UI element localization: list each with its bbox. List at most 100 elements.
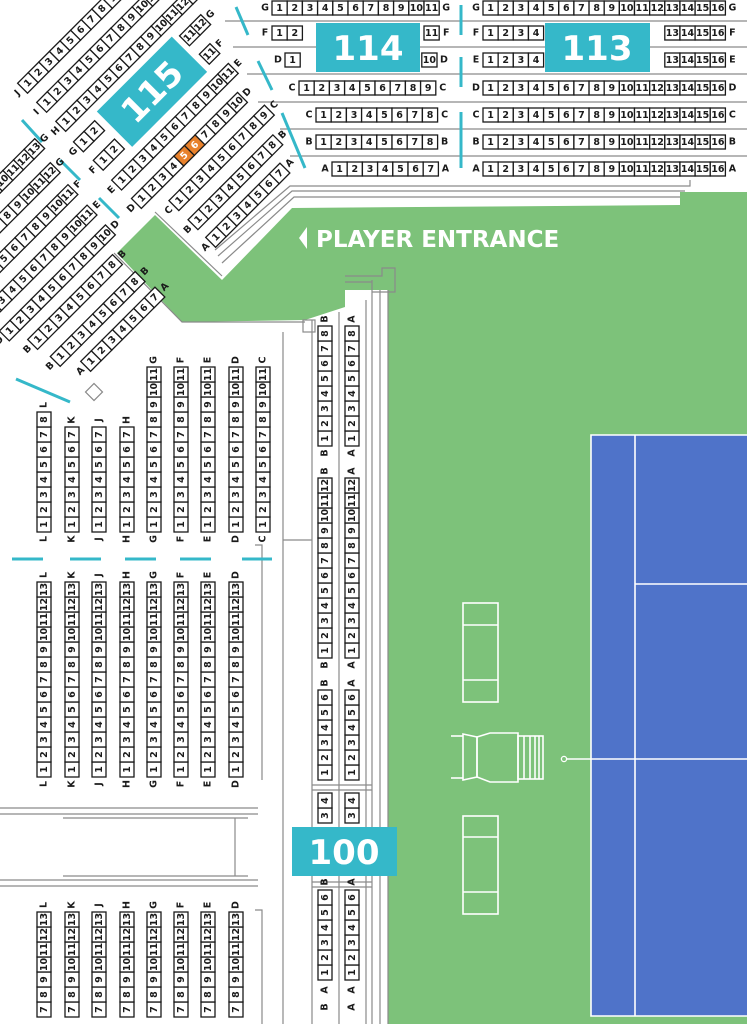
seat[interactable]: 8 [123, 270, 146, 294]
seat[interactable]: 6 [347, 0, 364, 16]
seat[interactable]: 10 [618, 161, 636, 177]
seat[interactable]: 6 [146, 441, 162, 458]
seat[interactable]: 1 [200, 761, 216, 778]
seat[interactable]: 16 [709, 161, 727, 177]
seat[interactable]: 6 [255, 441, 271, 458]
seat[interactable]: 13 [64, 911, 80, 928]
seat[interactable]: 12 [649, 0, 666, 16]
seat[interactable]: 10 [618, 134, 636, 150]
seat[interactable]: 3 [317, 807, 333, 824]
seat[interactable]: 5 [376, 107, 393, 123]
seat[interactable]: 12 [171, 0, 194, 16]
seat[interactable]: 10 [173, 626, 189, 643]
seat[interactable]: 7 [143, 286, 166, 309]
seat[interactable]: 4 [317, 597, 333, 614]
seat[interactable]: 13 [664, 0, 681, 16]
seat[interactable]: 10 [255, 381, 271, 398]
seat[interactable]: 1 [36, 761, 52, 778]
seat[interactable]: 5 [119, 456, 135, 473]
seat[interactable]: 14 [679, 80, 696, 96]
seat[interactable]: 10 [91, 956, 107, 973]
seat[interactable]: 2 [317, 949, 333, 966]
seat[interactable]: 12 [344, 477, 360, 494]
seat[interactable]: 13 [119, 911, 135, 928]
seat[interactable]: 3 [345, 107, 363, 123]
seat[interactable]: 13 [228, 581, 244, 598]
seat[interactable]: 2 [255, 501, 271, 518]
seat[interactable]: 1 [482, 25, 499, 41]
seat[interactable]: 10 [119, 626, 135, 643]
seat[interactable]: 7 [200, 1001, 216, 1018]
seat[interactable]: 7 [573, 0, 590, 16]
seat[interactable]: 6 [64, 441, 80, 458]
seat[interactable]: 4 [360, 134, 378, 150]
seat[interactable]: 9 [146, 641, 162, 658]
seat[interactable]: 7 [406, 134, 424, 150]
seat[interactable]: 10 [64, 956, 80, 973]
seat[interactable]: 11 [91, 611, 107, 628]
seat[interactable]: 3 [64, 486, 80, 503]
seat[interactable]: 7 [255, 426, 271, 443]
seat[interactable]: 13 [91, 581, 107, 598]
seat[interactable]: 2 [330, 107, 348, 123]
seat[interactable]: 1 [255, 516, 271, 533]
seat[interactable]: 9 [64, 641, 80, 658]
seat[interactable]: 10 [173, 956, 189, 973]
seat[interactable]: 14 [679, 107, 696, 123]
seat[interactable]: 8 [64, 986, 80, 1003]
seat[interactable]: 3 [512, 161, 530, 177]
seat[interactable]: 13 [119, 581, 135, 598]
seat[interactable]: 2 [330, 134, 348, 150]
seat[interactable]: 5 [542, 80, 560, 96]
seat[interactable]: 2 [317, 749, 333, 766]
seat[interactable]: 13 [91, 911, 107, 928]
seat[interactable]: 4 [317, 385, 333, 402]
seat[interactable]: 5 [376, 134, 393, 150]
seat[interactable]: 10 [228, 381, 244, 398]
seat[interactable]: 1 [228, 516, 244, 533]
seat[interactable]: 11 [423, 25, 440, 41]
seat[interactable]: 3 [512, 80, 530, 96]
seat[interactable]: 2 [83, 119, 106, 143]
seat[interactable]: 7 [406, 107, 424, 123]
seat[interactable]: 2 [228, 501, 244, 518]
seat[interactable]: 4 [64, 716, 80, 733]
seat[interactable]: 10 [93, 224, 117, 247]
seat[interactable]: 15 [694, 25, 711, 41]
seat[interactable]: 12 [119, 926, 135, 943]
seat[interactable]: 3 [36, 486, 52, 503]
seat[interactable]: 16 [709, 25, 727, 41]
seat[interactable]: 10 [618, 80, 636, 96]
seat[interactable]: 11 [91, 941, 107, 958]
seat[interactable]: 4 [200, 471, 216, 488]
seat[interactable]: 8 [588, 0, 605, 16]
seat[interactable]: 1 [271, 0, 288, 16]
seat[interactable]: 12 [317, 477, 333, 494]
seat[interactable]: 6 [228, 686, 244, 703]
seat[interactable]: 8 [36, 411, 52, 428]
seat[interactable]: 5 [200, 456, 216, 473]
seat[interactable]: 6 [91, 441, 107, 458]
seat[interactable]: 3 [228, 731, 244, 748]
seat[interactable]: 4 [64, 471, 80, 488]
seat[interactable]: 2 [344, 749, 360, 766]
seat[interactable]: 7 [228, 1001, 244, 1018]
seat[interactable]: 1 [119, 516, 135, 533]
seat[interactable]: 7 [146, 671, 162, 688]
seat[interactable]: 11 [216, 62, 240, 85]
seat[interactable]: 6 [91, 686, 107, 703]
seat[interactable]: 2 [146, 746, 162, 763]
seat[interactable]: 14 [679, 52, 696, 68]
seat[interactable]: 3 [344, 612, 360, 629]
seat[interactable]: 7 [573, 80, 590, 96]
seat[interactable]: 8 [261, 133, 284, 157]
seat[interactable]: 10 [173, 381, 189, 398]
seat[interactable]: 1 [64, 516, 80, 533]
seat[interactable]: 11 [633, 161, 651, 177]
seat[interactable]: 3 [228, 486, 244, 503]
seat[interactable]: 3 [173, 731, 189, 748]
seat[interactable]: 6 [344, 567, 360, 584]
seat[interactable]: 2 [346, 161, 364, 177]
seat[interactable]: 13 [36, 581, 52, 598]
seat[interactable]: 6 [344, 355, 360, 372]
